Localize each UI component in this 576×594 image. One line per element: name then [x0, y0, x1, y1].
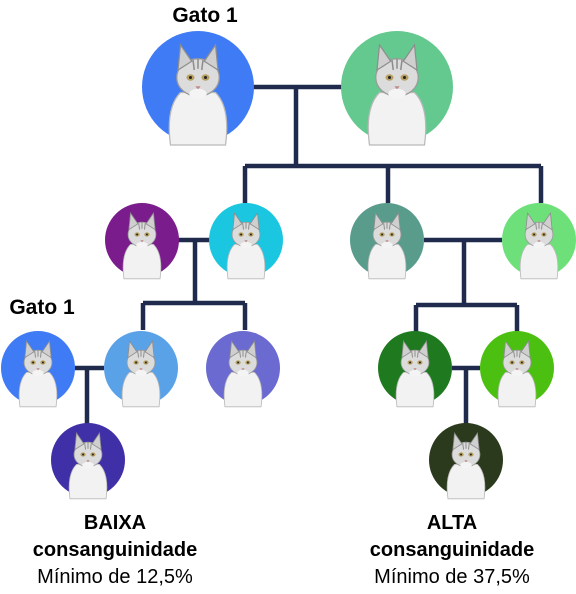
cat-node-light-green [502, 203, 576, 280]
cat-node-sky-blue [104, 331, 178, 408]
cat-node-lime [480, 331, 554, 408]
cat-node-mate [341, 31, 453, 146]
cat-node-dark-green [378, 331, 452, 408]
cat-node-gato-1-left [1, 331, 75, 408]
low-consanguinity-word: consanguinidade [32, 539, 198, 561]
cat-node-offspring-low [51, 423, 125, 500]
gato-1-label-left: Gato 1 [9, 296, 75, 319]
low-minimum-text: Mínimo de 12,5% [37, 566, 193, 588]
high-level-text: ALTA [426, 512, 478, 534]
cat-node-lavender [206, 331, 280, 408]
high-inbreeding-caption: ALTA consanguinidade Mínimo de 37,5% [330, 510, 574, 591]
cat-node-cyan [209, 203, 283, 280]
gato-1-label-top: Gato 1 [172, 4, 238, 27]
cat-node-gato-1-top [142, 31, 254, 146]
low-level-text: BAIXA [83, 512, 147, 534]
high-minimum-text: Mínimo de 37,5% [374, 566, 530, 588]
cat-node-offspring-high [429, 423, 503, 500]
connector-lines [75, 84, 544, 425]
high-consanguinity-word: consanguinidade [369, 539, 535, 561]
cat-node-purple [105, 203, 179, 280]
cat-node-teal [350, 203, 424, 280]
low-inbreeding-caption: BAIXA consanguinidade Mínimo de 12,5% [0, 510, 230, 591]
